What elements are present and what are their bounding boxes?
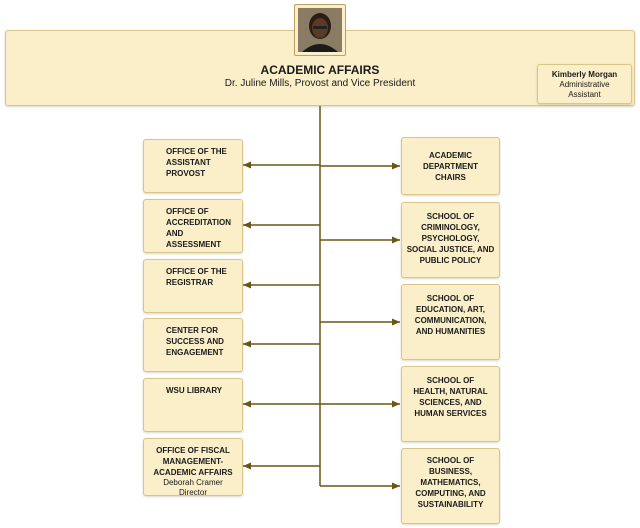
node-line: PSYCHOLOGY, <box>421 234 480 243</box>
node-line: OFFICE OF THE <box>166 267 227 276</box>
node-school-business: SCHOOL OF BUSINESS, MATHEMATICS, COMPUTI… <box>401 448 500 524</box>
node-line: BUSINESS, <box>428 467 473 476</box>
node-line: MANAGEMENT- <box>162 457 224 466</box>
node-line: SCHOOL OF <box>426 212 475 221</box>
node-school-education: SCHOOL OF EDUCATION, ART, COMMUNICATION,… <box>401 284 500 360</box>
node-line: OFFICE OF THE <box>166 147 227 156</box>
node-assistant-provost: OFFICE OF THE ASSISTANT PROVOST <box>143 139 243 193</box>
node-department-chairs: ACADEMIC DEPARTMENT CHAIRS <box>401 137 500 195</box>
node-line: HUMAN SERVICES <box>414 409 487 418</box>
node-line: SCIENCES, AND <box>419 398 482 407</box>
header-title: ACADEMIC AFFAIRS <box>260 63 380 77</box>
node-fiscal-management: OFFICE OF FISCAL MANAGEMENT- ACADEMIC AF… <box>143 438 243 497</box>
node-line: ACADEMIC <box>428 151 473 160</box>
node-line: DEPARTMENT <box>423 162 478 171</box>
portrait-photo-icon <box>294 4 346 56</box>
node-line: REGISTRAR <box>166 278 214 287</box>
node-line: COMMUNICATION, <box>414 316 487 325</box>
node-line: CENTER FOR <box>166 326 218 335</box>
node-line: CHAIRS <box>435 173 466 182</box>
node-line: MATHEMATICS, <box>420 478 481 487</box>
node-line: AND HUMANITIES <box>415 327 486 336</box>
assistant-role-line2: Assistant <box>568 90 601 99</box>
node-line: SUSTAINABILITY <box>417 500 484 509</box>
node-line: HEALTH, NATURAL <box>413 387 488 396</box>
node-line: ENGAGEMENT <box>166 348 224 357</box>
node-line: ACCREDITATION <box>166 218 232 227</box>
node-line: COMPUTING, AND <box>415 489 486 498</box>
node-school-health: SCHOOL OF HEALTH, NATURAL SCIENCES, AND … <box>401 366 500 442</box>
assistant-name: Kimberly Morgan <box>551 70 618 79</box>
node-line: SCHOOL OF <box>426 294 475 303</box>
node-accreditation-assessment: OFFICE OF ACCREDITATION AND ASSESSMENT <box>143 199 243 253</box>
node-wsu-library: WSU LIBRARY <box>143 378 243 432</box>
node-line: SCHOOL OF <box>426 376 475 385</box>
node-director-name: Deborah Cramer <box>163 478 223 487</box>
node-line: ACADEMIC AFFAIRS <box>153 468 233 477</box>
portrait-figure-icon <box>298 8 342 52</box>
assistant-box: Kimberly Morgan Administrative Assistant <box>537 64 632 104</box>
node-line: CRIMINOLOGY, <box>421 223 480 232</box>
node-line: SOCIAL JUSTICE, AND <box>406 245 495 254</box>
node-line: SCHOOL OF <box>426 456 475 465</box>
node-line: WSU LIBRARY <box>166 386 223 395</box>
node-registrar: OFFICE OF THE REGISTRAR <box>143 259 243 313</box>
node-success-engagement: CENTER FOR SUCCESS AND ENGAGEMENT <box>143 318 243 372</box>
node-line: EDUCATION, ART, <box>416 305 485 314</box>
node-director-title: Director <box>178 488 207 497</box>
node-school-criminology: SCHOOL OF CRIMINOLOGY, PSYCHOLOGY, SOCIA… <box>401 202 500 278</box>
node-line: AND ASSESSMENT <box>166 229 222 249</box>
node-line: ASSISTANT PROVOST <box>166 158 211 178</box>
header-subtitle: Dr. Juline Mills, Provost and Vice Presi… <box>224 78 416 89</box>
assistant-role-line1: Administrative <box>559 80 610 89</box>
node-line: PUBLIC POLICY <box>419 256 482 265</box>
node-line: OFFICE OF FISCAL <box>156 446 230 455</box>
node-line: SUCCESS AND <box>166 337 224 346</box>
node-line: OFFICE OF <box>166 207 209 216</box>
